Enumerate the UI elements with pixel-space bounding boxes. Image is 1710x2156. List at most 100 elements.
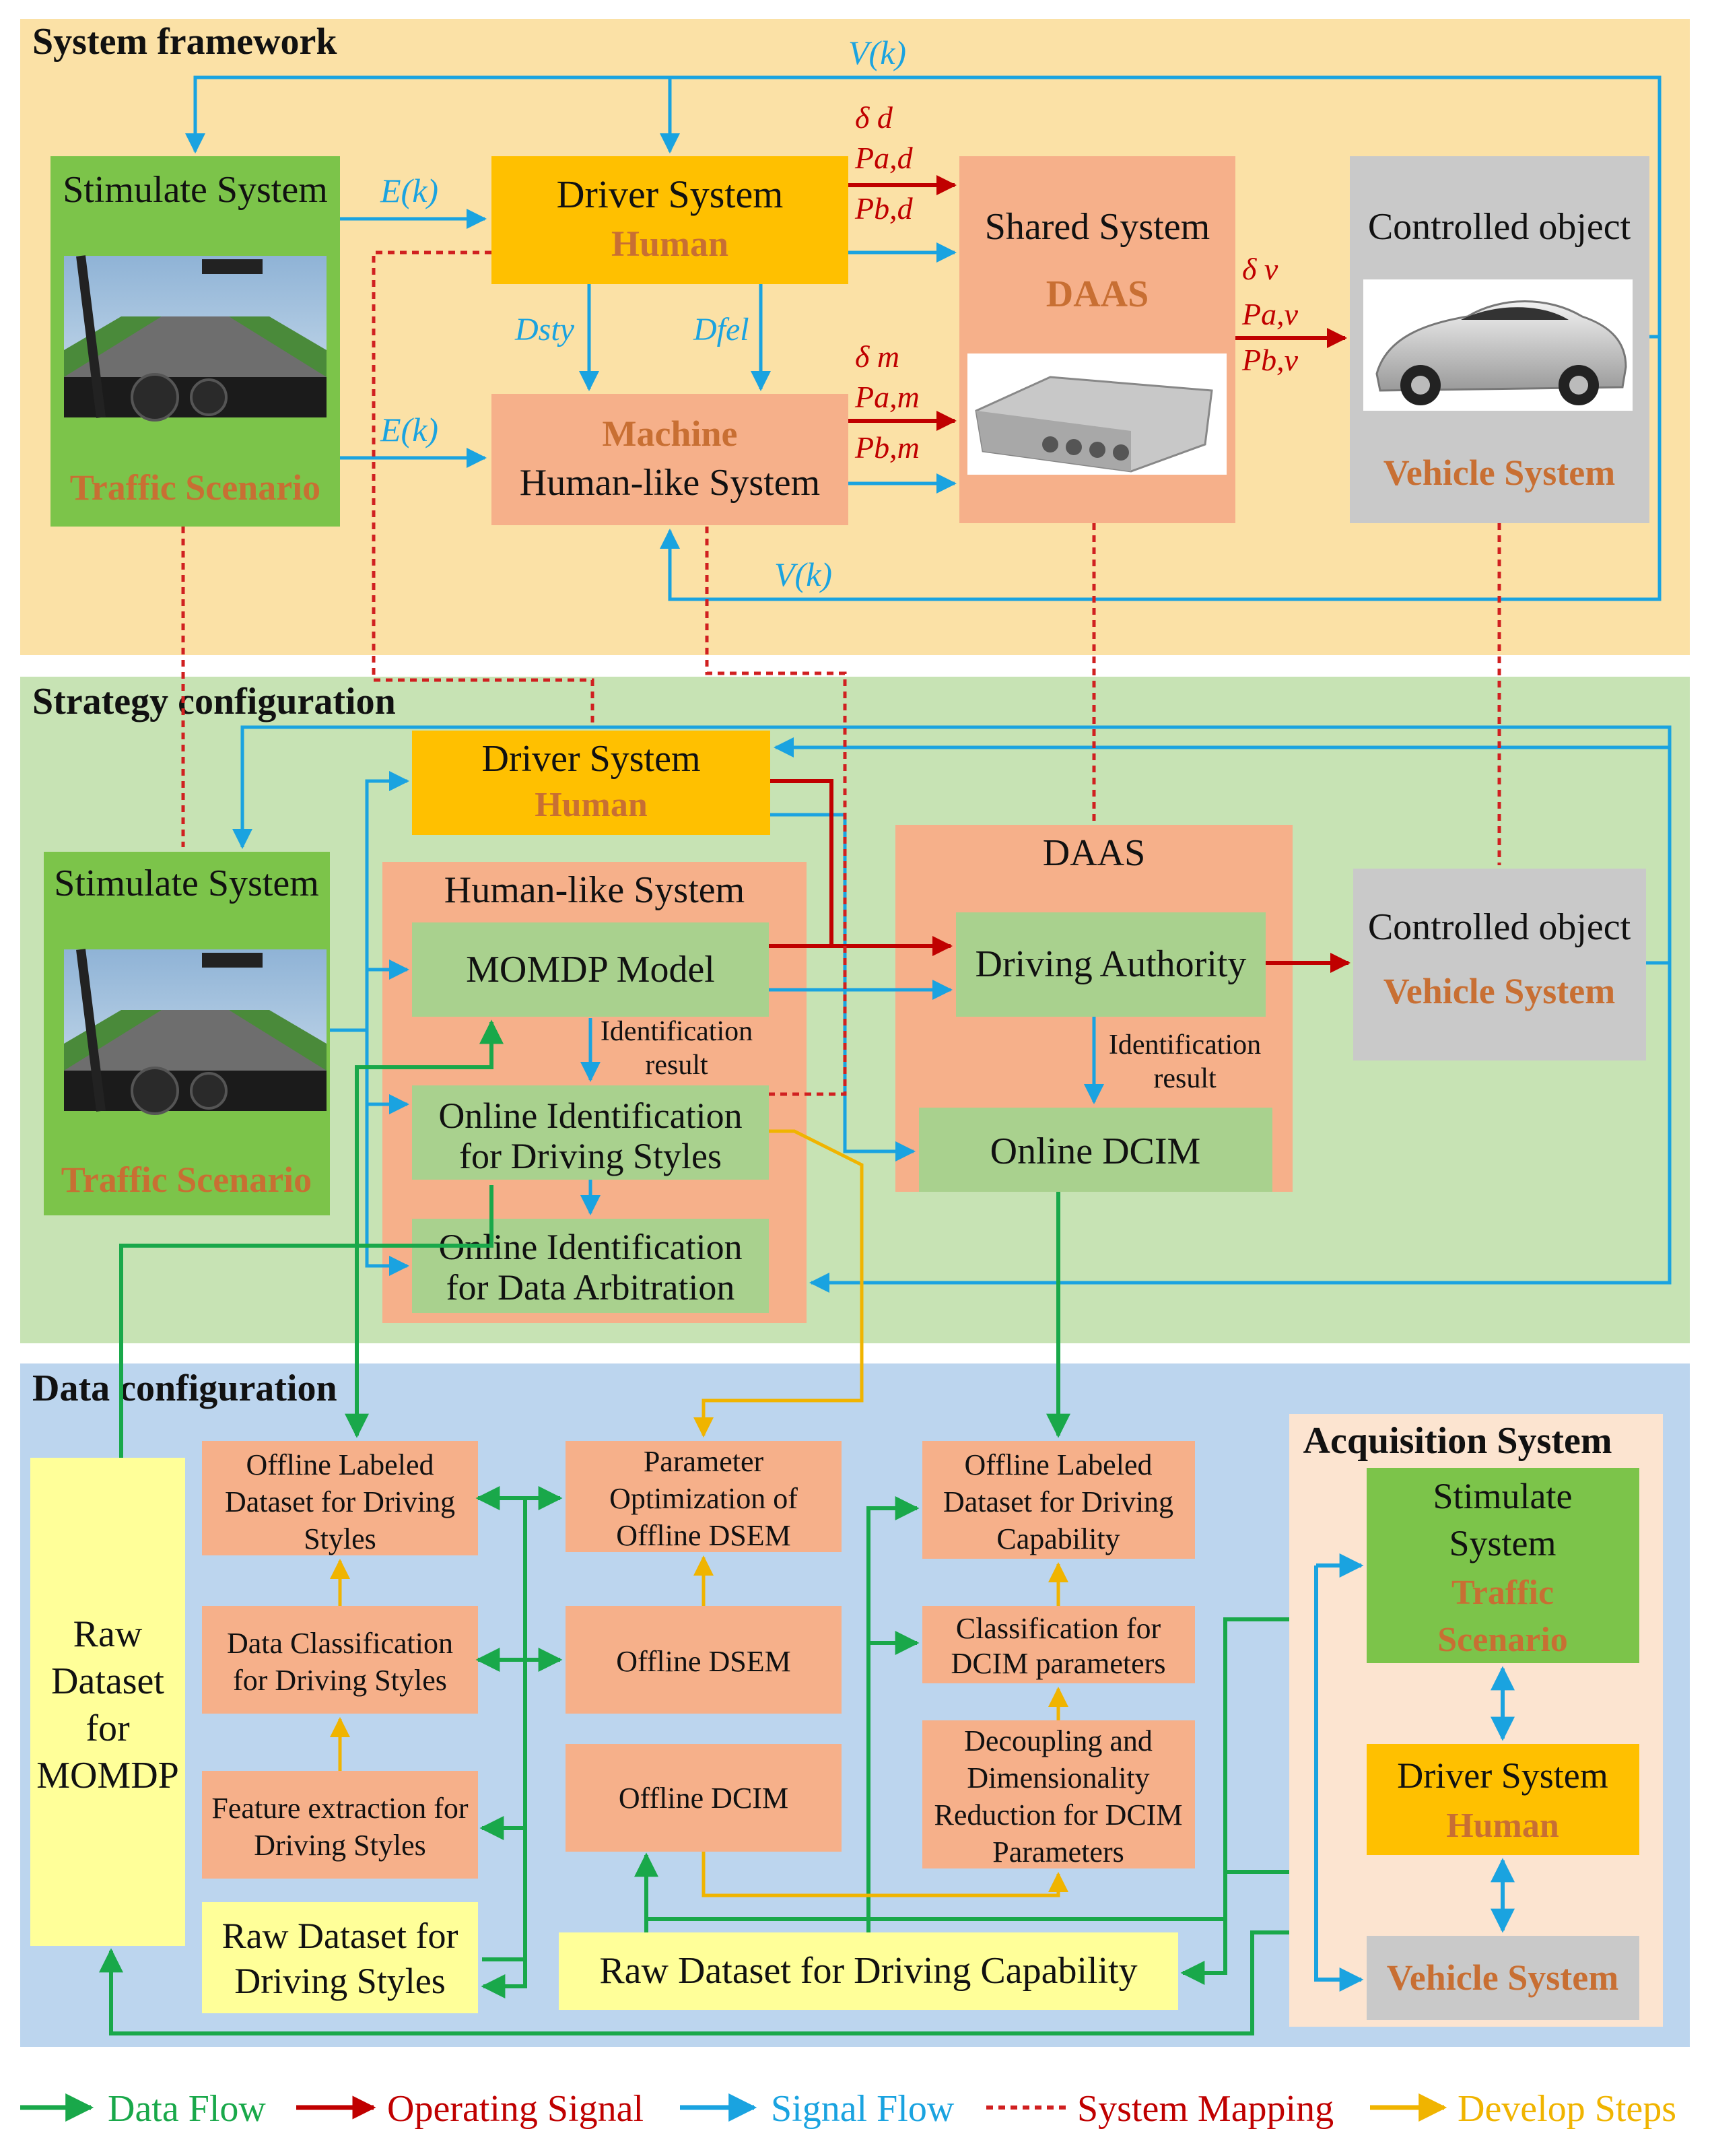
st-online-dcim-box	[919, 1108, 1272, 1192]
dc-acq-stimulate-line2: System	[1449, 1523, 1556, 1563]
st-online-style-box	[412, 1085, 769, 1180]
dc-raw-momdp-line4: MOMDP	[36, 1755, 179, 1796]
dc-raw-styles-box	[202, 1902, 478, 2013]
fw-signal-delta-d: δ d	[855, 100, 893, 135]
dc-acq-driver-box	[1367, 1744, 1639, 1855]
legend-data-flow: Data Flow	[108, 2088, 266, 2130]
dc-decoupling-box	[922, 1720, 1195, 1868]
dc-data-class-line2: for Driving Styles	[233, 1664, 447, 1697]
dc-feature-line1: Feature extraction for	[211, 1792, 469, 1825]
dc-acq-signal-flows	[1314, 1553, 1515, 1992]
st-controlled-title: Controlled object	[1368, 906, 1631, 948]
fw-signal-pa-m: Pa,m	[854, 380, 920, 414]
dc-decoupling-line4: Parameters	[992, 1835, 1124, 1868]
st-ident-result-1b: result	[645, 1050, 708, 1081]
fw-signal-dsty: Dsty	[514, 312, 575, 347]
st-signal-flows	[232, 725, 1672, 1293]
legend-signal-flow: Signal Flow	[771, 2088, 955, 2130]
dc-offline-dcim-box	[566, 1744, 842, 1852]
fw-controlled-sub: Vehicle System	[1383, 452, 1615, 493]
fw-signal-dfel: Dfel	[693, 312, 749, 347]
section-strategy-title: Strategy configuration	[32, 681, 396, 722]
dc-acq-driver-sub: Human	[1446, 1807, 1559, 1845]
dc-offline-capability-line2: Dataset for Driving	[943, 1485, 1173, 1518]
dc-offline-styles-line3: Styles	[304, 1522, 376, 1555]
st-authority-box	[956, 912, 1266, 1017]
st-momdp-label: MOMDP Model	[466, 949, 715, 990]
dc-data-class-box	[202, 1606, 478, 1714]
st-controlled-sub: Vehicle System	[1383, 971, 1615, 1011]
st-ident-result-2b: result	[1153, 1063, 1217, 1094]
st-driver-title: Driver System	[481, 738, 700, 780]
fw-signal-e-bottom: E(k)	[380, 411, 438, 448]
dc-raw-capability-label: Raw Dataset for Driving Capability	[599, 1950, 1137, 1992]
st-ident-result-2a: Identification	[1109, 1030, 1261, 1060]
dc-acq-traffic-line2: Scenario	[1437, 1621, 1568, 1659]
dc-raw-styles-line1: Raw Dataset for	[222, 1916, 458, 1956]
dc-offline-dsem-box	[566, 1606, 842, 1714]
fw-shared-title: Shared System	[985, 206, 1210, 248]
dc-decoupling-line2: Dimensionality	[967, 1761, 1149, 1794]
st-online-dcim-label: Online DCIM	[990, 1131, 1201, 1172]
fw-shared-sub: DAAS	[1046, 273, 1149, 315]
legend-system-mapping: System Mapping	[1077, 2088, 1334, 2130]
dc-param-opt-line1: Parameter	[644, 1445, 764, 1478]
dc-param-opt-box	[566, 1441, 842, 1552]
st-driver-box	[412, 731, 770, 835]
fw-car-image	[1363, 279, 1633, 411]
fw-signal-e-top: E(k)	[380, 172, 438, 209]
st-online-style-line2: for Driving Styles	[459, 1136, 722, 1176]
dc-data-flows	[99, 1019, 1289, 2035]
st-operating-signals	[769, 779, 1350, 973]
dc-feature-box	[202, 1771, 478, 1879]
dc-param-opt-line3: Offline DSEM	[616, 1519, 791, 1552]
st-online-style-line1: Online Identification	[438, 1096, 742, 1136]
st-driving-sim-image	[64, 949, 327, 1115]
dc-acq-vehicle-label: Vehicle System	[1387, 1957, 1618, 1998]
dc-offline-capability-box	[922, 1441, 1195, 1559]
dc-develop-steps	[330, 1129, 1068, 1897]
dc-offline-styles-box	[202, 1441, 478, 1555]
dc-data-class-line1: Data Classification	[227, 1627, 453, 1660]
dc-offline-capability-line3: Capability	[996, 1522, 1120, 1555]
system-mapping-lines	[181, 250, 1501, 1096]
fw-signal-flows	[185, 75, 1662, 601]
fw-driver-box	[491, 156, 848, 284]
dc-offline-styles-line2: Dataset for Driving	[225, 1485, 455, 1518]
dc-acq-vehicle-box	[1367, 1936, 1639, 2020]
dc-raw-momdp-line3: for	[86, 1708, 130, 1749]
st-authority-label: Driving Authority	[976, 943, 1247, 985]
st-humanlike-title: Human-like System	[444, 869, 745, 911]
st-momdp-box	[412, 922, 769, 1017]
st-stimulate-title: Stimulate System	[54, 863, 319, 904]
fw-signal-pa-d: Pa,d	[854, 141, 914, 175]
fw-signal-pb-v: Pb,v	[1241, 343, 1299, 377]
st-ident-result-1a: Identification	[601, 1016, 753, 1047]
fw-signal-delta-v: δ v	[1242, 252, 1278, 286]
dc-class-dcim-box	[922, 1606, 1195, 1683]
section-data-title: Data configuration	[32, 1368, 337, 1409]
dc-raw-capability-box	[559, 1932, 1178, 2010]
fw-machine-sub: Human-like System	[520, 462, 820, 504]
fw-signal-pa-v: Pa,v	[1241, 297, 1299, 331]
fw-machine-title: Machine	[603, 413, 738, 454]
fw-signal-pb-m: Pb,m	[854, 430, 920, 465]
dc-raw-momdp-line2: Dataset	[51, 1660, 164, 1702]
st-online-arb-box	[412, 1219, 769, 1313]
dc-acq-driver-title: Driver System	[1397, 1755, 1608, 1796]
legend-develop-steps: Develop Steps	[1458, 2088, 1676, 2130]
fw-controlled-title: Controlled object	[1368, 206, 1631, 248]
dc-offline-capability-line1: Offline Labeled	[965, 1448, 1153, 1481]
dc-offline-dcim-label: Offline DCIM	[619, 1782, 788, 1815]
fw-driving-sim-image	[64, 255, 327, 422]
dc-acq-traffic-line1: Traffic	[1451, 1574, 1554, 1612]
st-driver-sub: Human	[535, 786, 648, 824]
section-framework-title: System framework	[32, 21, 337, 63]
dc-feature-line2: Driving Styles	[254, 1829, 425, 1862]
dc-offline-dsem-label: Offline DSEM	[616, 1645, 791, 1678]
dc-raw-momdp-line1: Raw	[73, 1613, 143, 1655]
dc-acq-stimulate-line1: Stimulate	[1433, 1476, 1573, 1516]
dc-decoupling-line1: Decoupling and	[964, 1724, 1153, 1757]
st-online-arb-line2: for Data Arbitration	[446, 1267, 735, 1308]
fw-machine-box	[491, 394, 848, 525]
